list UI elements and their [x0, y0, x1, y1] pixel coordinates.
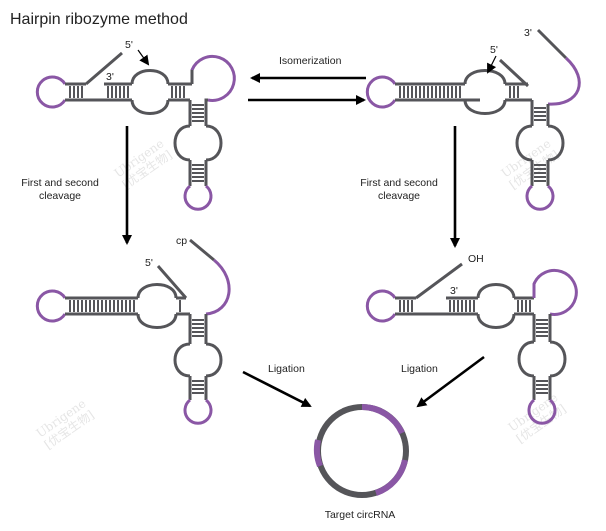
svg-text:First and second: First and second	[21, 177, 99, 189]
br-bottom-loop	[527, 398, 557, 425]
br-3prime-label: 3'	[450, 285, 458, 297]
tr-big-loop	[547, 56, 581, 106]
bl-5prime-label: 5'	[145, 257, 153, 269]
br-left-loop	[365, 289, 397, 323]
tl-bottom-loop	[183, 184, 213, 211]
tr-3prime-label: 3'	[524, 27, 532, 39]
ribozyme-structure-top-right: 3' 5'	[365, 27, 581, 211]
isomerization-arrows: Isomerization	[248, 55, 366, 105]
bl-bottom-loop	[183, 398, 213, 425]
isomerization-label: Isomerization	[279, 55, 342, 67]
cleavage-arrow-right: First and second cleavage	[360, 126, 460, 248]
tr-left-loop	[365, 75, 397, 109]
svg-text:Ligation: Ligation	[401, 363, 438, 375]
svg-text:cleavage: cleavage	[378, 190, 420, 202]
tl-3prime-label: 3'	[106, 71, 114, 83]
target-circrna-label: Target circRNA	[325, 509, 396, 521]
tl-5prime-label: 5'	[125, 39, 133, 51]
cleavage-arrow-left: First and second cleavage	[21, 126, 132, 245]
svg-text:First and second: First and second	[360, 177, 438, 189]
svg-text:Ligation: Ligation	[268, 363, 305, 375]
ribozyme-structure-bottom-left: cp 5'	[35, 235, 231, 425]
bl-big-loop	[205, 258, 231, 316]
bl-cp-label: cp	[176, 235, 187, 247]
ribozyme-structure-top-left: 5' 3'	[35, 39, 236, 211]
tl-left-loop	[35, 75, 67, 109]
bl-left-loop	[35, 289, 67, 323]
svg-text:cleavage: cleavage	[39, 190, 81, 202]
tl-big-loop	[190, 54, 236, 102]
br-big-loop	[532, 268, 578, 316]
br-oh-label: OH	[468, 253, 484, 265]
tr-bottom-loop	[525, 184, 555, 211]
ribozyme-structure-bottom-right: OH 3'	[365, 253, 578, 425]
ligation-arrow-left: Ligation	[242, 363, 312, 408]
ligation-arrow-right: Ligation	[401, 355, 485, 408]
diagram-title: Hairpin ribozyme method	[10, 11, 188, 28]
watermark: Ubrigene [优宝生物] Ubrigene [优宝生物] Ubrigene…	[34, 136, 569, 452]
target-circrna: Target circRNA	[313, 404, 409, 521]
tr-5prime-label: 5'	[490, 44, 498, 56]
